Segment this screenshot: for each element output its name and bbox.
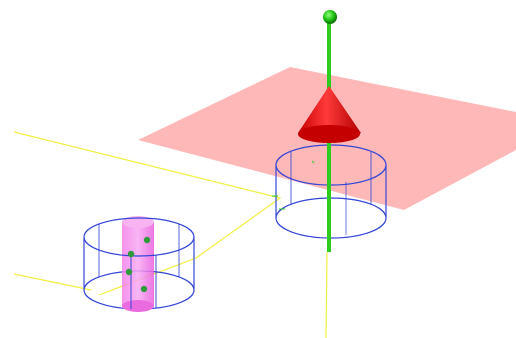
ray-lower[interactable] xyxy=(13,273,92,291)
red-cone[interactable] xyxy=(298,86,361,143)
axis-top-point[interactable] xyxy=(323,10,337,24)
point-3[interactable] xyxy=(125,268,133,276)
ray-right-bottom[interactable] xyxy=(325,251,328,338)
point-1[interactable] xyxy=(143,236,151,244)
point-2[interactable] xyxy=(127,250,135,258)
right-cylinder-markers xyxy=(272,160,315,210)
point-4[interactable] xyxy=(140,285,148,293)
magenta-inner-cylinder[interactable] xyxy=(122,216,154,312)
green-points[interactable] xyxy=(125,236,151,293)
left-wire-cylinder-front xyxy=(83,217,195,309)
